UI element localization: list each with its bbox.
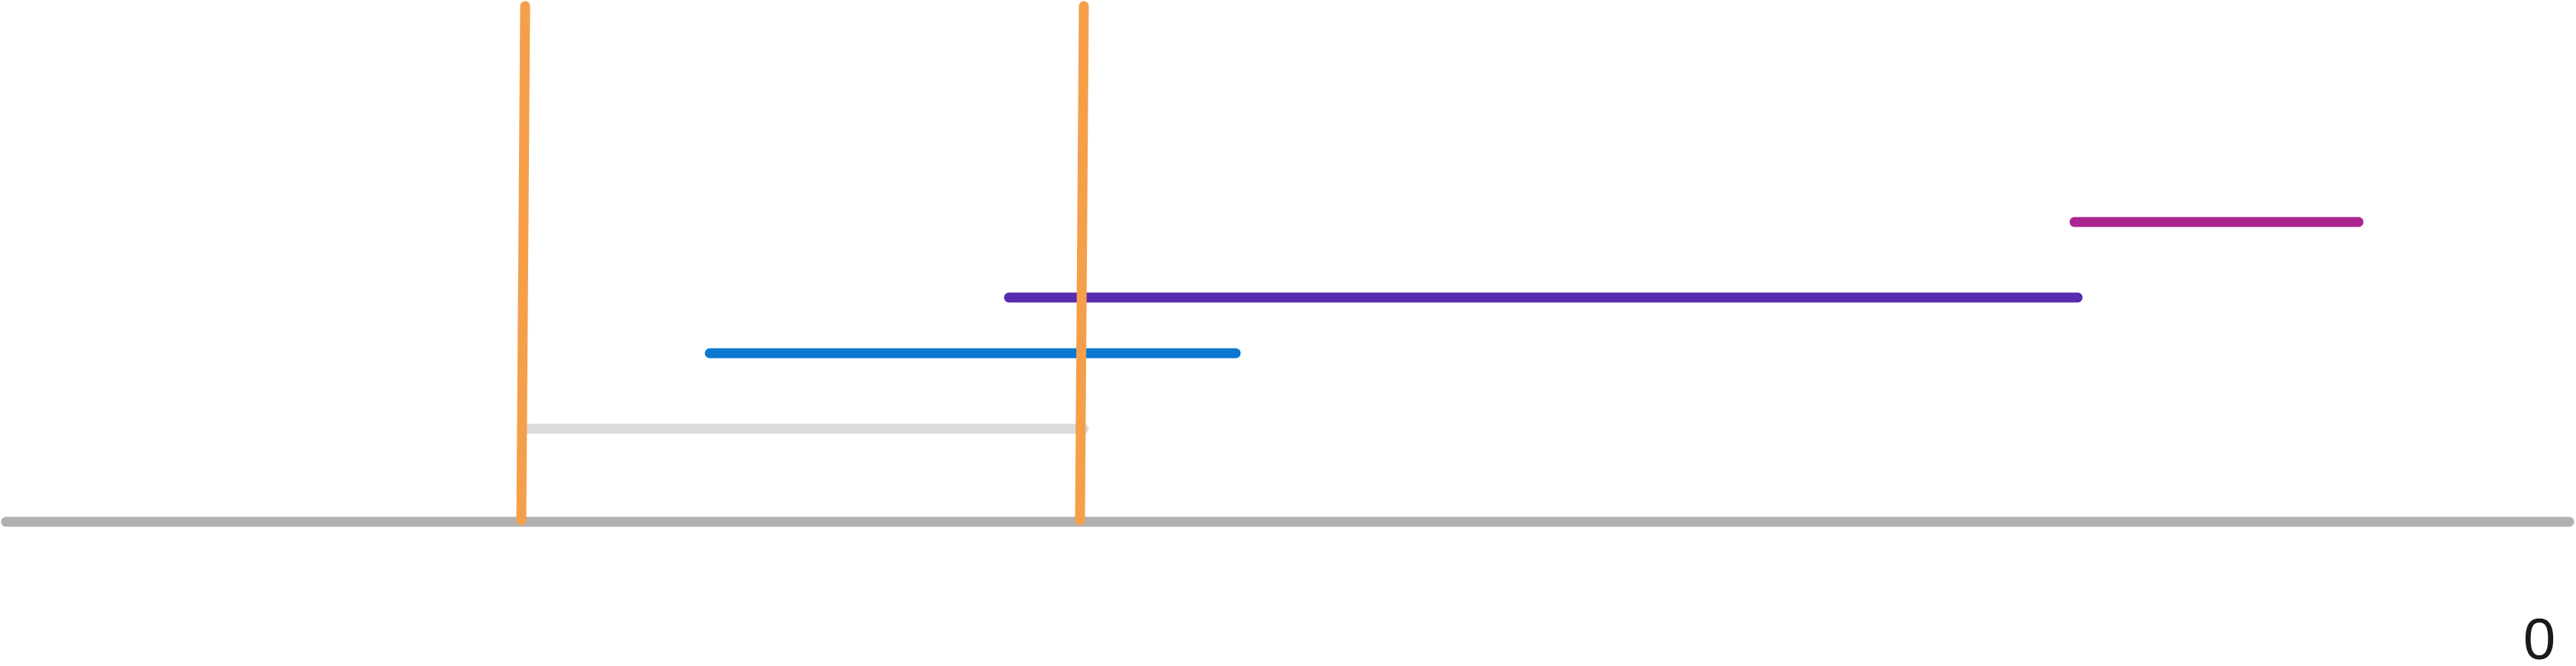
marker-left [516, 1, 530, 526]
marker-right [1075, 1, 1089, 526]
axis-label-zero: 0 [2523, 607, 2555, 666]
